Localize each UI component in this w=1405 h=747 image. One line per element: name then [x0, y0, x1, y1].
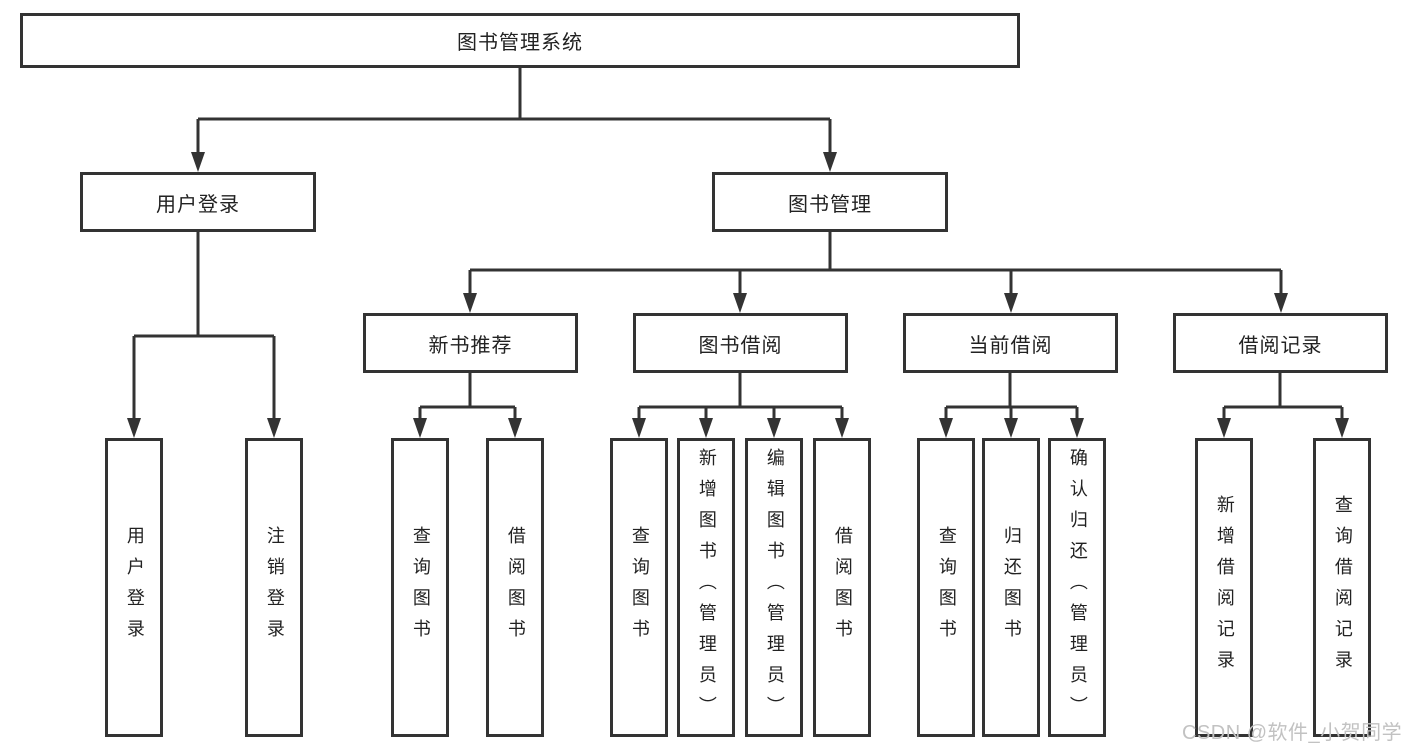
node-label: 查询图书: [629, 525, 650, 650]
csdn-watermark: CSDN @软件_小贺同学: [1182, 722, 1403, 744]
leaf-borrow-books-recommend: 借阅图书: [486, 438, 544, 737]
node-label: 注销登录: [264, 525, 285, 650]
leaf-logout: 注销登录: [245, 438, 303, 737]
node-new-book-recommend: 新书推荐: [363, 313, 578, 373]
node-label: 用户登录: [124, 525, 145, 650]
node-user-login: 用户登录: [80, 172, 316, 232]
leaf-return-books: 归还图书: [982, 438, 1040, 737]
leaf-confirm-return-admin: 确认归还（管理员）: [1048, 438, 1106, 737]
node-book-borrow: 图书借阅: [633, 313, 848, 373]
leaf-query-books-current: 查询图书: [917, 438, 975, 737]
leaf-borrow-books: 借阅图书: [813, 438, 871, 737]
node-label: 图书借阅: [698, 334, 783, 357]
node-label: 归还图书: [1001, 525, 1022, 650]
node-label: 图书管理系统: [457, 32, 583, 54]
node-label: 用户登录: [156, 193, 240, 216]
node-label: 借阅记录: [1238, 334, 1323, 357]
node-label: 编辑图书（管理员）: [764, 448, 785, 727]
leaf-query-books-borrow: 查询图书: [610, 438, 668, 737]
leaf-add-borrow-record: 新增借阅记录: [1195, 438, 1253, 737]
node-borrow-records: 借阅记录: [1173, 313, 1388, 373]
leaf-query-borrow-record: 查询借阅记录: [1313, 438, 1371, 737]
node-label: 新增图书（管理员）: [696, 448, 717, 727]
node-label: 查询图书: [936, 525, 957, 650]
node-label: 借阅图书: [505, 525, 526, 650]
node-current-borrow: 当前借阅: [903, 313, 1118, 373]
node-label: 查询图书: [410, 525, 431, 650]
node-label: 新书推荐: [428, 334, 513, 357]
node-book-management: 图书管理: [712, 172, 948, 232]
tree-branch-lines: [132, 68, 1344, 424]
leaf-user-login: 用户登录: [105, 438, 163, 737]
node-label: 确认归还（管理员）: [1067, 448, 1088, 727]
leaf-query-books-recommend: 查询图书: [391, 438, 449, 737]
node-label: 图书管理: [788, 193, 872, 216]
leaf-add-books-admin: 新增图书（管理员）: [677, 438, 735, 737]
node-library-management-system: 图书管理系统: [20, 13, 1020, 68]
node-label: 查询借阅记录: [1332, 494, 1353, 681]
node-label: 新增借阅记录: [1214, 494, 1235, 681]
arrow-down-icons: [127, 152, 1349, 438]
node-label: 借阅图书: [832, 525, 853, 650]
node-label: 当前借阅: [968, 334, 1053, 357]
leaf-edit-books-admin: 编辑图书（管理员）: [745, 438, 803, 737]
